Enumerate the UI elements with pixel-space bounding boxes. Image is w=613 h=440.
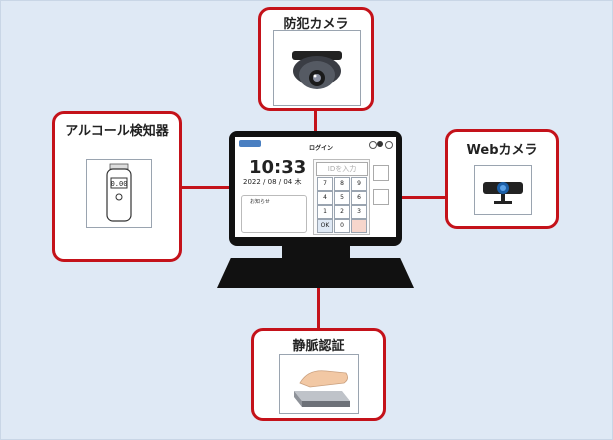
laptop-base	[217, 258, 414, 288]
keypad-key-7[interactable]: 7	[317, 177, 333, 191]
help-icon[interactable]	[377, 141, 383, 147]
alcohol-display: 0.00	[111, 180, 128, 188]
close-icon[interactable]	[385, 141, 393, 149]
notice-panel: お知らせ	[241, 195, 307, 233]
web-camera-image	[474, 165, 532, 215]
connector-vein	[317, 287, 320, 331]
attendance-app-screen: 10:33 2022 / 08 / 04 木 お知らせ ログイン IDを入力 7…	[235, 137, 396, 237]
vein-auth-box: 静脈認証	[251, 328, 386, 421]
security-camera-box: 防犯カメラ	[258, 7, 374, 111]
connector-webcam	[401, 196, 447, 199]
breathalyzer-icon: 0.00	[106, 163, 132, 222]
keypad-key-4[interactable]: 4	[317, 191, 333, 205]
notice-title: お知らせ	[250, 199, 270, 205]
connector-camera	[314, 109, 317, 137]
keypad-ok-button[interactable]: OK	[317, 219, 333, 233]
connector-alcohol	[180, 186, 230, 189]
web-camera-label: Webカメラ	[466, 143, 538, 158]
alcohol-detector-box: アルコール検知器 0.00	[52, 111, 182, 262]
security-camera-label: 防犯カメラ	[283, 17, 349, 32]
keypad-key-9[interactable]: 9	[351, 177, 367, 191]
alcohol-detector-image: 0.00	[86, 159, 152, 228]
keypad-key-8[interactable]: 8	[334, 177, 350, 191]
security-camera-image	[273, 30, 361, 106]
web-camera-box: Webカメラ	[445, 129, 559, 229]
clock-date: 2022 / 08 / 04 木	[243, 178, 302, 186]
laptop-stand	[282, 246, 350, 260]
keypad-key-0[interactable]: 0	[334, 219, 350, 233]
vein-auth-image	[279, 354, 359, 414]
keypad-key-2[interactable]: 2	[334, 205, 350, 219]
alcohol-detector-label: アルコール検知器	[65, 124, 169, 139]
keypad-key-3[interactable]: 3	[351, 205, 367, 219]
keypad-key-5[interactable]: 5	[334, 191, 350, 205]
login-title: ログイン	[309, 145, 334, 152]
dome-camera-icon	[292, 51, 342, 89]
settings-icon[interactable]	[369, 141, 377, 149]
keypad-key-1[interactable]: 1	[317, 205, 333, 219]
webcam-icon	[483, 182, 523, 204]
camera-auth-button[interactable]	[373, 165, 389, 181]
keypad-key-6[interactable]: 6	[351, 191, 367, 205]
app-logo	[239, 140, 261, 147]
vein-auth-label: 静脈認証	[292, 339, 345, 354]
id-input[interactable]: IDを入力	[316, 162, 368, 176]
vein-scanner-icon	[294, 370, 350, 407]
vein-auth-button[interactable]	[373, 189, 389, 205]
clock-time: 10:33	[249, 157, 307, 178]
keypad-clear-button[interactable]	[351, 219, 367, 233]
